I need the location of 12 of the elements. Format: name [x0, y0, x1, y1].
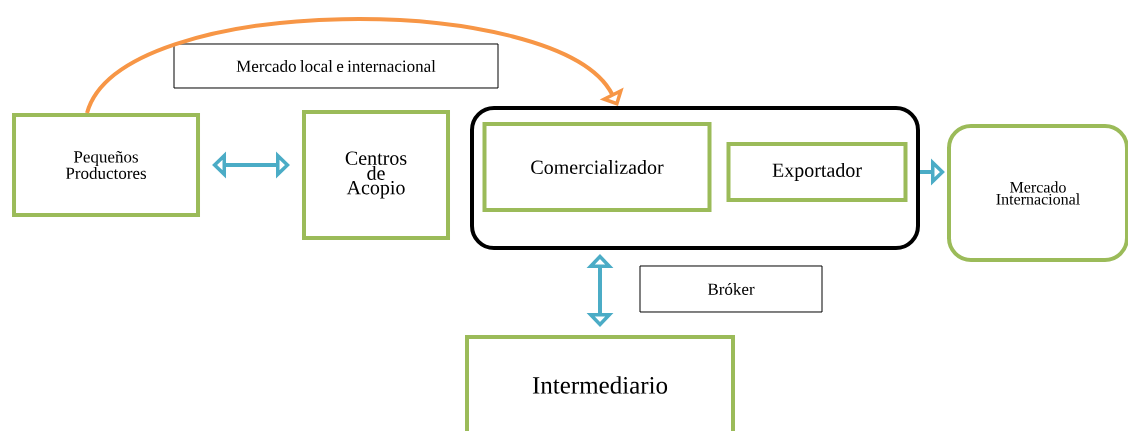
process-box: Comercializador: [482, 122, 712, 212]
process-box: Centros de Acopio: [302, 110, 450, 240]
process-box: Exportador: [726, 142, 908, 202]
label-box: Bróker: [639, 265, 823, 313]
process-box: Pequeños Productores: [12, 113, 200, 217]
process-box: Intermediario: [465, 335, 735, 431]
arrow: [586, 254, 614, 327]
group-frame: [470, 106, 920, 250]
arrow: [212, 151, 290, 179]
process-box: Mercado Internacional: [947, 124, 1128, 262]
arrow: [85, 17, 624, 114]
label-box: Mercado local e internacional: [173, 43, 499, 89]
